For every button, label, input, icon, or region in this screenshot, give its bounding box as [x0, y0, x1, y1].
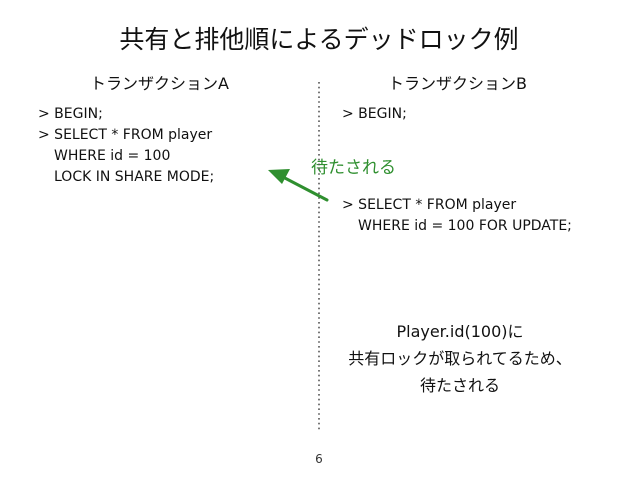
code-line: LOCK IN SHARE MODE;: [54, 169, 215, 185]
code-line: > BEGIN;: [342, 106, 407, 122]
wait-label: 待たされる: [311, 158, 396, 178]
lock-note: Player.id(100)に 共有ロックが取られてるため、 待たされる: [320, 318, 600, 399]
transaction-a-code: > BEGIN; > SELECT * FROM player WHERE id…: [38, 104, 214, 188]
code-line: > SELECT * FROM player: [342, 197, 517, 213]
code-line: WHERE id = 100: [54, 148, 171, 164]
transaction-b-heading: トランザクションB: [388, 74, 527, 93]
transaction-b-begin: > BEGIN;: [342, 104, 407, 125]
code-line: > SELECT * FROM player: [38, 127, 213, 143]
wait-arrow-head: [268, 169, 290, 184]
code-line: WHERE id = 100 FOR UPDATE;: [358, 218, 572, 234]
page-number: 6: [315, 452, 323, 466]
slide-title: 共有と排他順によるデッドロック例: [119, 25, 519, 54]
note-line: 共有ロックが取られてるため、: [348, 349, 572, 368]
code-line: > BEGIN;: [38, 106, 103, 122]
transaction-a-heading: トランザクションA: [90, 74, 229, 93]
note-line: 待たされる: [419, 376, 500, 395]
note-line: Player.id(100)に: [396, 322, 524, 341]
wait-arrow-shaft: [279, 174, 329, 202]
transaction-b-select: > SELECT * FROM player WHERE id = 100 FO…: [342, 195, 572, 237]
